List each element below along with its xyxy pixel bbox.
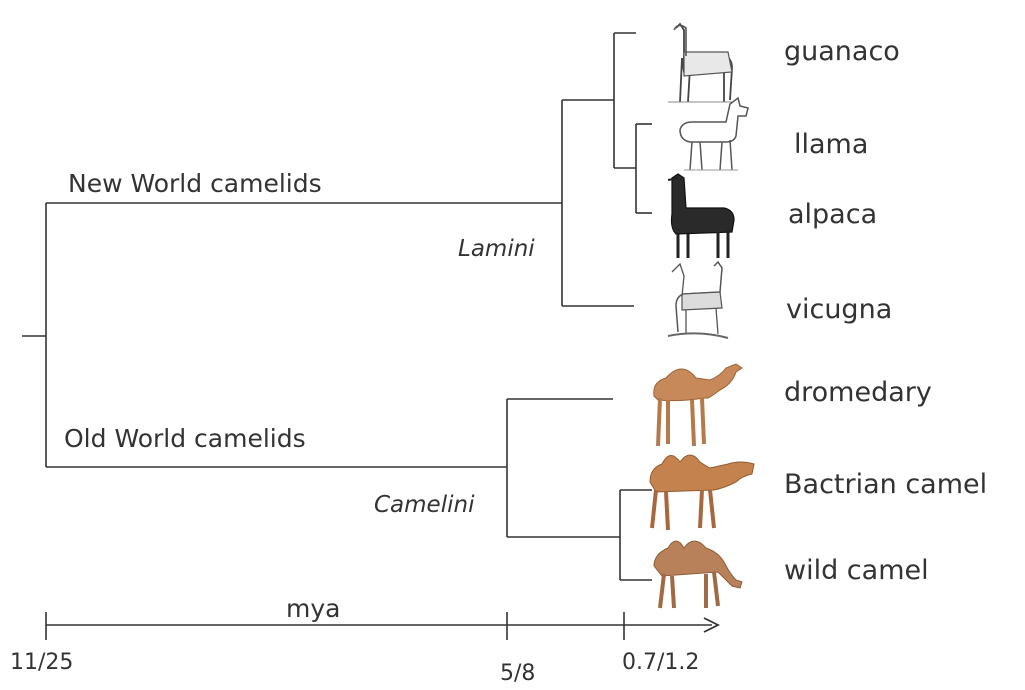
time-axis: mya 11/25 5/8 0.7/1.2: [10, 594, 721, 686]
vicugna-icon: [667, 260, 729, 339]
taxon-label-llama: llama: [794, 129, 868, 160]
llama-icon: [679, 96, 749, 171]
taxon-label-vicugna: vicugna: [786, 294, 892, 325]
label-old-world-camelids: Old World camelids: [64, 424, 306, 453]
label-new-world-camelids: New World camelids: [68, 169, 322, 198]
axis-tick-label-2: 5/8: [500, 661, 535, 686]
alpaca-icon: [667, 173, 735, 258]
taxon-label-guanaco: guanaco: [784, 36, 900, 67]
axis-arrowhead: [703, 617, 721, 633]
phylogenetic-tree: [22, 32, 652, 581]
taxon-label-bactrian-camel: Bactrian camel: [784, 469, 987, 500]
axis-label: mya: [286, 594, 340, 623]
bactrian-camel-icon: [649, 454, 755, 531]
taxon-label-dromedary: dromedary: [784, 377, 932, 408]
label-tribe-lamini: Lamini: [458, 236, 535, 262]
taxon-label-alpaca: alpaca: [788, 199, 877, 230]
guanaco-icon: [668, 22, 738, 103]
axis-tick-label-3: 0.7/1.2: [622, 650, 699, 675]
label-tribe-camelini: Camelini: [374, 492, 475, 518]
wild-camel-icon: [653, 540, 743, 609]
axis-tick-label-1: 11/25: [10, 650, 73, 675]
taxon-label-wild-camel: wild camel: [784, 555, 929, 586]
dromedary-icon: [653, 363, 743, 447]
